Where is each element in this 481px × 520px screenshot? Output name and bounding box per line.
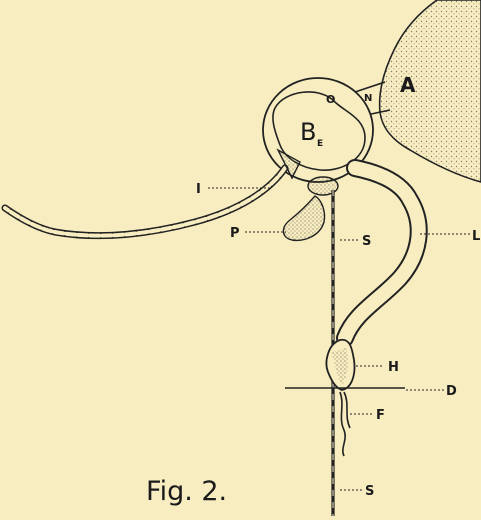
label-b: B	[300, 118, 316, 146]
label-f: F	[376, 408, 385, 423]
label-p: P	[230, 226, 240, 241]
label-h: H	[388, 360, 399, 375]
label-l: L	[472, 229, 480, 244]
fibres-f	[340, 392, 350, 456]
label-d: D	[446, 384, 457, 399]
label-i: I	[196, 182, 201, 197]
body-p	[283, 196, 324, 240]
nerve-i-core	[5, 168, 285, 236]
label-s-lower: S	[365, 484, 374, 499]
label-n: N	[364, 93, 372, 104]
label-o: O	[326, 93, 335, 106]
label-e: E	[317, 139, 323, 149]
label-s-upper: S	[362, 234, 371, 249]
structure-a	[380, 0, 481, 182]
label-a: A	[400, 73, 416, 97]
figure-caption: Fig. 2.	[146, 476, 227, 507]
tube-l-lumen	[345, 168, 419, 338]
